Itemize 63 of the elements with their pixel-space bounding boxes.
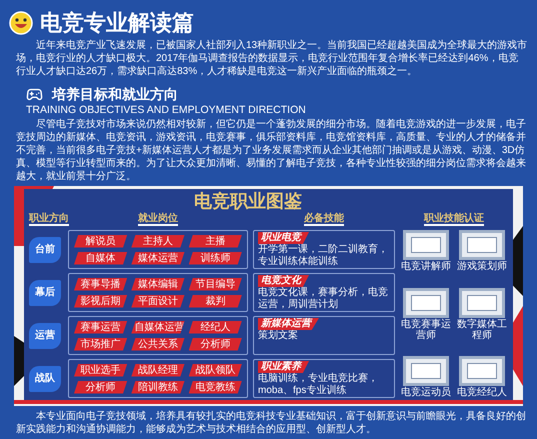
job-tag: 媒体编辑 [131,278,185,290]
section-subtitle: TRAINING OBJECTIVES AND EMPLOYMENT DIRECTION [26,104,306,117]
job-tag: 分析师 [74,380,128,394]
job-tag: 赛事导播 [74,278,128,290]
job-tag: 战队领队 [188,364,242,376]
job-tag: 主播 [188,234,242,248]
section-heading: 培养目标和就业方向 [52,85,178,103]
column-header: 就业岗位 [138,213,178,226]
column-header: 职业方向 [29,213,69,226]
job-group-box [68,230,248,269]
direction-pill: 幕后 [29,280,61,306]
skill-description: 开学第一课，二阶二训教育，专业训练体能训练 [258,244,389,268]
skill-description: 电脑训练，专业电竞比赛，moba、fps专业训练 [258,373,379,397]
job-tag: 主持人 [131,234,185,248]
job-group-box [68,316,248,355]
certificate-caption: 电竞运动员 [401,387,451,398]
skill-description: 策划文案 [258,330,299,342]
certificate-caption: 游戏策划师 [457,261,507,272]
certificate-picture [459,356,505,386]
skill-title: 新媒体运营 [258,318,319,330]
certificate-caption: 电竞讲解师 [401,261,451,272]
job-tag: 解说员 [74,234,128,248]
objectives-paragraph: 尽管电子竞技对市场来说仍然相对较新，但它仍是一个蓬勃发展的细分市场。随着电竞游戏的进一步发展，电子竞技周边的新媒体、电竞资讯，游戏资讯，电竞赛事，俱乐部资料库，电竞馆资料库，高质量、专业的人才的储备并不完善，当前很多电子竞技+新媒体运营人才都是为了业务发展需求而从企业其他部门抽调或是从游戏、动漫、3D仿真、模型等行业转型而来的。为了让大众更加清晰、易懂的了解电子竞技，各种专业性较强的细分岗位需求将会越来越大，就业前景十分广泛。 [16,118,527,183]
summary-paragraph: 本专业面向电子竞技领域，培养具有较扎实的电竞科技专业基础知识，富于创新意识与前瞻眼光，具备良好的创新实践能力和沟通协调能力，能够成为艺术与技术相结合的应用型、创新型人才。 [16,410,527,436]
job-tag: 影视后期 [74,294,128,308]
skill-title: 电竞文化 [258,275,309,287]
column-header: 职业技能认证 [424,213,484,226]
job-tag: 公共关系 [131,338,185,350]
job-tag: 职业选手 [74,364,128,376]
certificate-caption: 电竞经纪人 [457,387,507,398]
direction-pill: 战队 [29,366,61,392]
job-tag: 战队经理 [131,364,185,376]
job-tag: 陪训教练 [131,380,185,394]
direction-pill: 台前 [29,236,61,262]
career-board [14,186,523,406]
certificate-picture [403,356,449,386]
certificate-picture [403,230,449,260]
certificate-picture [403,288,449,318]
job-tag: 媒体运营 [131,252,185,264]
job-tag: 市场推广 [74,338,128,350]
page-title: 电竞专业解读篇 [40,9,194,37]
skill-title: 职业电竞 [258,232,309,244]
board-title: 电竞职业图鉴 [194,190,302,212]
job-tag: 赛事运营 [74,320,128,334]
job-tag: 经纪人 [188,320,242,334]
direction-pill: 运营 [29,322,61,348]
intro-paragraph: 近年来电竞产业飞速发展，已被国家人社部列入13种新职业之一。当前我国已经超越美国成为全球最大的游戏市场，电竞行业的人才缺口极大。2017年伽马调查报告的数据显示，电竞行业范围年复合增长率已经达到46%，电竞行业人才缺口达26万，需求缺口高达83%，人才稀缺是电竞这一新兴产业面临的瓶颈之一。 [16,39,528,78]
job-tag: 训练师 [188,252,242,264]
certificate-caption: 数字媒体工程师 [456,318,508,340]
job-group-box [68,359,248,398]
job-tag: 自媒体 [74,252,128,264]
skill-title: 职业素养 [258,361,309,373]
job-tag: 分析师 [188,338,242,350]
certificate-picture [459,288,505,318]
job-tag: 节目编导 [188,278,242,290]
job-group-box [68,273,248,312]
job-tag: 平面设计 [131,294,185,308]
job-tag: 裁判 [188,294,242,308]
skill-description: 电竞文化课，赛事分析，电竞运营，周训营计划 [258,287,389,311]
job-tag: 电竞教练 [188,380,242,394]
certificate-caption: 电竞赛事运营师 [400,318,452,340]
certificate-picture [459,230,505,260]
column-header: 必备技能 [304,213,344,226]
